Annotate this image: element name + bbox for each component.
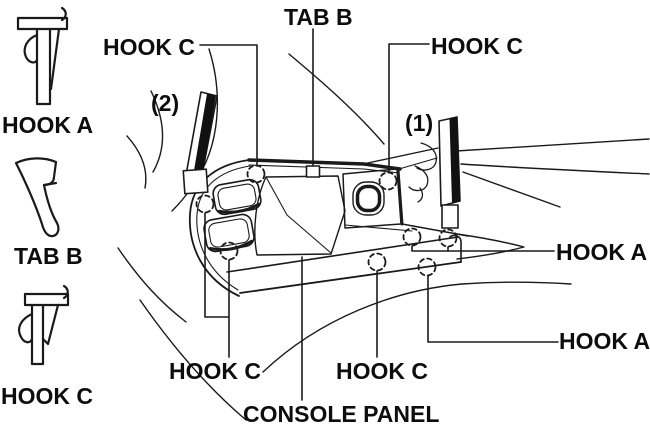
legend-tab-b-label: TAB B [14,243,83,269]
hook-position-markers [195,164,458,277]
trim-strip-1 [438,116,461,229]
console-recess [254,175,346,256]
callout-hook-c-top-left: HOOK C [103,34,195,60]
leader-lines [199,28,559,401]
console-oval-plate [342,147,469,237]
callout-ref-2: (2) [151,90,180,116]
hook-marker [378,171,398,191]
leader-hook-a-lower [427,275,559,343]
hook-marker [246,164,266,184]
tab-b-icon [14,157,60,238]
tab-b-marker [305,165,321,178]
callout-hook-c-top-right: HOOK C [431,33,523,59]
leader-hook-a-upper [411,245,555,252]
hook-marker [367,252,387,272]
console-switches [203,178,262,253]
hook-c-icon [17,284,70,366]
hook-a-icon [16,6,69,106]
callout-ref-1: (1) [405,110,434,136]
background-contours [117,48,650,421]
legend-hook-c-label: HOOK C [1,383,93,409]
callout-console-panel: CONSOLE PANEL [243,401,440,427]
trim-strip-2 [182,91,218,195]
callout-hook-c-bottom-left: HOOK C [169,358,261,384]
hook-marker [417,257,437,277]
leader-hook-c-top-right [388,43,430,173]
callout-hook-a-upper-right: HOOK A [556,239,648,265]
leader-hook-c-bottom-left-branch [204,212,229,318]
leader-hook-c-top-left [199,44,258,167]
shifter-boot-contours [408,142,438,203]
callout-hook-c-bottom-center: HOOK C [336,358,428,384]
callout-tab-b-top: TAB B [284,4,353,30]
legend-hook-a-label: HOOK A [2,112,94,138]
callout-hook-a-lower-right: HOOK A [559,328,650,354]
